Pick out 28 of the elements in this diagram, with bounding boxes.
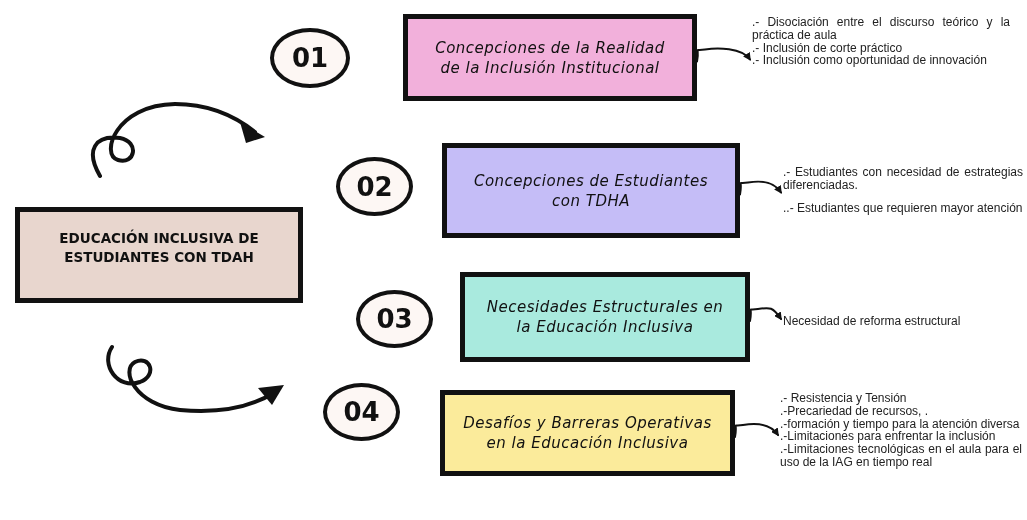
topic-title: EDUCACIÓN INCLUSIVA DE ESTUDIANTES CON TDAH (58, 229, 260, 267)
note-text: .-Precariedad de recursos, . (780, 404, 930, 418)
note-text: .-formación y tiempo para la atención diversa (780, 417, 1021, 431)
category-title: Desafíos y Barreras Operativas en la Educación Inclusiva (463, 413, 712, 453)
category-title: Concepciones de Estudiantes con TDHA (472, 170, 710, 211)
number-text: 03 (376, 304, 413, 334)
category-title: Concepciones de la Realidad de la Inclusión Institucional (434, 37, 666, 78)
note-text: ..- Estudiantes que requieren mayor atención (783, 201, 1023, 215)
category-box (403, 14, 697, 101)
note-text: .-Limitaciones tecnológicas en el aula para el uso de la IAG en tiempo real (780, 443, 1022, 469)
category-box (440, 390, 735, 476)
note-text: .- Inclusión como oportunidad de innovación (752, 54, 988, 68)
note-text: .- Estudiantes con necesidad de estrategias diferenciadas. (783, 166, 1023, 192)
category-title: Necesidades Estructurales en la Educación Inclusiva (485, 297, 725, 337)
note-text: .- Inclusión de corte práctico (752, 41, 903, 55)
note-text: .- Disociación entre el discurso teórico y la práctica de aula (752, 16, 1010, 42)
number-text: 01 (291, 43, 329, 73)
number-text: 02 (356, 171, 393, 202)
arrow (749, 307, 782, 322)
number-text: 04 (343, 397, 380, 427)
arrow (734, 423, 779, 438)
note-text: Necesidad de reforma estructural (783, 315, 962, 328)
note-text: .- Resistencia y Tensión (780, 392, 908, 405)
note-text: .-Limitaciones para enfrentar la inclusión (780, 430, 997, 444)
arrow (739, 180, 782, 196)
category-box (442, 143, 740, 238)
category-box (460, 272, 750, 362)
main-topic-box (15, 207, 303, 303)
